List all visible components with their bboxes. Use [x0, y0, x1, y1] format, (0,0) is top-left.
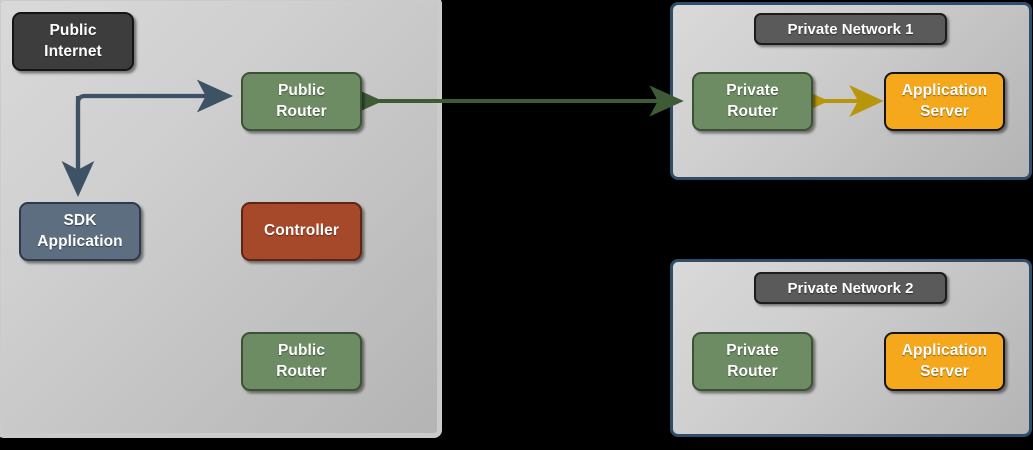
node-controller[interactable]: Controller — [241, 202, 362, 261]
node-public-internet-label: Public Internet — [44, 22, 102, 60]
node-sdk-application-label: SDK Application — [37, 212, 123, 250]
node-application-server-1[interactable]: Application Server — [884, 72, 1005, 131]
private-network-2-title-label: Private Network 2 — [787, 279, 914, 297]
node-private-router-2-label: Private Router — [726, 342, 779, 380]
node-private-router-2[interactable]: Private Router — [692, 332, 813, 391]
private-network-1-title-label: Private Network 1 — [787, 20, 914, 38]
node-private-router-1-label: Private Router — [726, 82, 779, 120]
node-controller-label: Controller — [263, 222, 340, 240]
node-private-router-1[interactable]: Private Router — [692, 72, 813, 131]
node-application-server-2[interactable]: Application Server — [884, 332, 1005, 391]
node-application-server-2-label: Application Server — [901, 342, 988, 380]
node-public-router-bottom-label: Public Router — [276, 342, 327, 380]
private-network-2-title: Private Network 2 — [754, 272, 947, 304]
node-sdk-application[interactable]: SDK Application — [19, 202, 141, 261]
node-public-router-top-label: Public Router — [276, 82, 327, 120]
node-public-router-top[interactable]: Public Router — [241, 72, 362, 131]
node-public-internet[interactable]: Public Internet — [12, 12, 134, 71]
private-network-1-title: Private Network 1 — [754, 13, 947, 45]
node-public-router-bottom[interactable]: Public Router — [241, 332, 362, 391]
node-application-server-1-label: Application Server — [901, 82, 988, 120]
